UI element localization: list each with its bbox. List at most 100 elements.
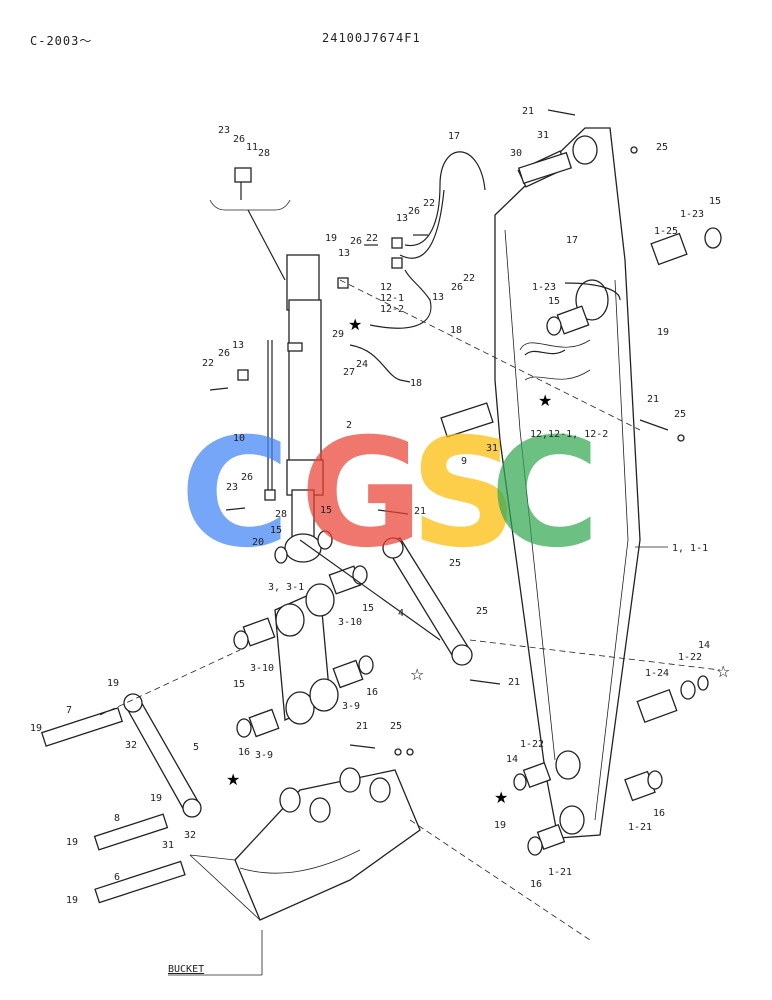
part-label: 24 [356,359,368,370]
part-label: 25 [449,558,461,569]
hoses [349,151,621,383]
part-label: 1-25 [654,226,678,237]
part-label: 1-24 [645,668,669,679]
part-label: 18 [410,378,422,389]
part-label: 19 [150,793,162,804]
part-label: 22 [463,273,475,284]
part-label: 22 [202,358,214,369]
leader-lines [99,279,721,976]
watermark-letter: G [300,407,423,581]
bushings [233,227,722,856]
part-labels: 21 31 25 30 15 1-23 1-25 17 1-23 15 19 1… [30,106,721,975]
part-label: 26 [350,236,362,247]
part-label: 1-21 [548,867,572,878]
part-label: 23 [226,482,238,493]
part-label: 19 [657,327,669,338]
part-label: 32 [125,740,137,751]
part-label: 19 [494,820,506,831]
part-label: 26 [233,134,245,145]
star-icon: ★ [226,770,240,789]
part-label: 4 [398,608,404,619]
part-label: 15 [362,603,374,614]
part-label: 9 [461,456,467,467]
part-label: 1-23 [532,282,556,293]
part-label: 31 [537,130,549,141]
part-label: 30 [510,148,522,159]
bucket [234,767,421,921]
part-label: 26 [451,282,463,293]
part-label: 32 [184,830,196,841]
part-label: 1-22 [678,652,702,663]
star-outline-icon: ☆ [410,665,424,684]
part-label: 13 [338,248,350,259]
links [123,537,473,818]
part-label: 1-22 [520,739,544,750]
watermark-letter: C [490,407,600,581]
part-label: 21 [508,677,520,688]
part-label: 3-9 [342,701,360,712]
part-label: 5 [193,742,199,753]
arm-cylinder [267,254,324,563]
part-label: 18 [450,325,462,336]
part-label: 17 [448,131,460,142]
part-label: 21 [356,721,368,732]
part-label: 21 [647,394,659,405]
part-label: 19 [325,233,337,244]
part-label: 26 [408,206,420,217]
fasteners [209,109,685,756]
part-label: 13 [396,213,408,224]
part-label: 11 [246,142,258,153]
part-label: 22 [423,198,435,209]
part-label: 17 [566,235,578,246]
part-label: 31 [486,443,498,454]
part-label: 20 [252,537,264,548]
drawing-number: 24100J7674F1 [322,31,421,45]
part-label: 3-10 [250,663,274,674]
part-label: 27 [343,367,355,378]
watermark-letter: S [410,407,518,581]
part-label: 12 [380,282,392,293]
part-label: 26 [241,472,253,483]
part-label: 26 [218,348,230,359]
part-label: 3-10 [338,617,362,628]
part-label: 1-23 [680,209,704,220]
part-label: 16 [653,808,665,819]
part-label: 14 [698,640,710,651]
watermark: C G S C [180,407,600,581]
part-label: 19 [30,723,42,734]
part-label: 25 [656,142,668,153]
bucket-label: BUCKET [168,964,204,975]
part-label: 2 [346,420,352,431]
part-label: 28 [275,509,287,520]
part-label: 3-9 [255,750,273,761]
star-icon: ★ [494,788,508,807]
part-label: 25 [674,409,686,420]
star-icon: ★ [348,315,362,334]
star-outline-icon: ☆ [716,662,730,681]
part-label: 14 [506,754,518,765]
part-label: 1, 1-1 [672,543,708,554]
part-label: 12,12-1, 12-2 [530,429,608,440]
part-label: 7 [66,705,72,716]
part-label: 15 [709,196,721,207]
part-label: 19 [66,837,78,848]
part-label: 15 [270,525,282,536]
part-label: 29 [332,329,344,340]
part-label: 15 [320,505,332,516]
part-label: 13 [232,340,244,351]
page-code: C-2003〜 [30,34,92,48]
part-label: 22 [366,233,378,244]
part-label: 16 [366,687,378,698]
part-label: 6 [114,872,120,883]
part-label: 10 [233,433,245,444]
watermark-letter: C [180,407,290,581]
part-label: 25 [390,721,402,732]
part-label: 12-2 [380,304,404,315]
part-label: 19 [66,895,78,906]
part-label: 12-1 [380,293,404,304]
part-label: 25 [476,606,488,617]
star-icon: ★ [538,391,552,410]
part-label: 16 [530,879,542,890]
part-label: 28 [258,148,270,159]
